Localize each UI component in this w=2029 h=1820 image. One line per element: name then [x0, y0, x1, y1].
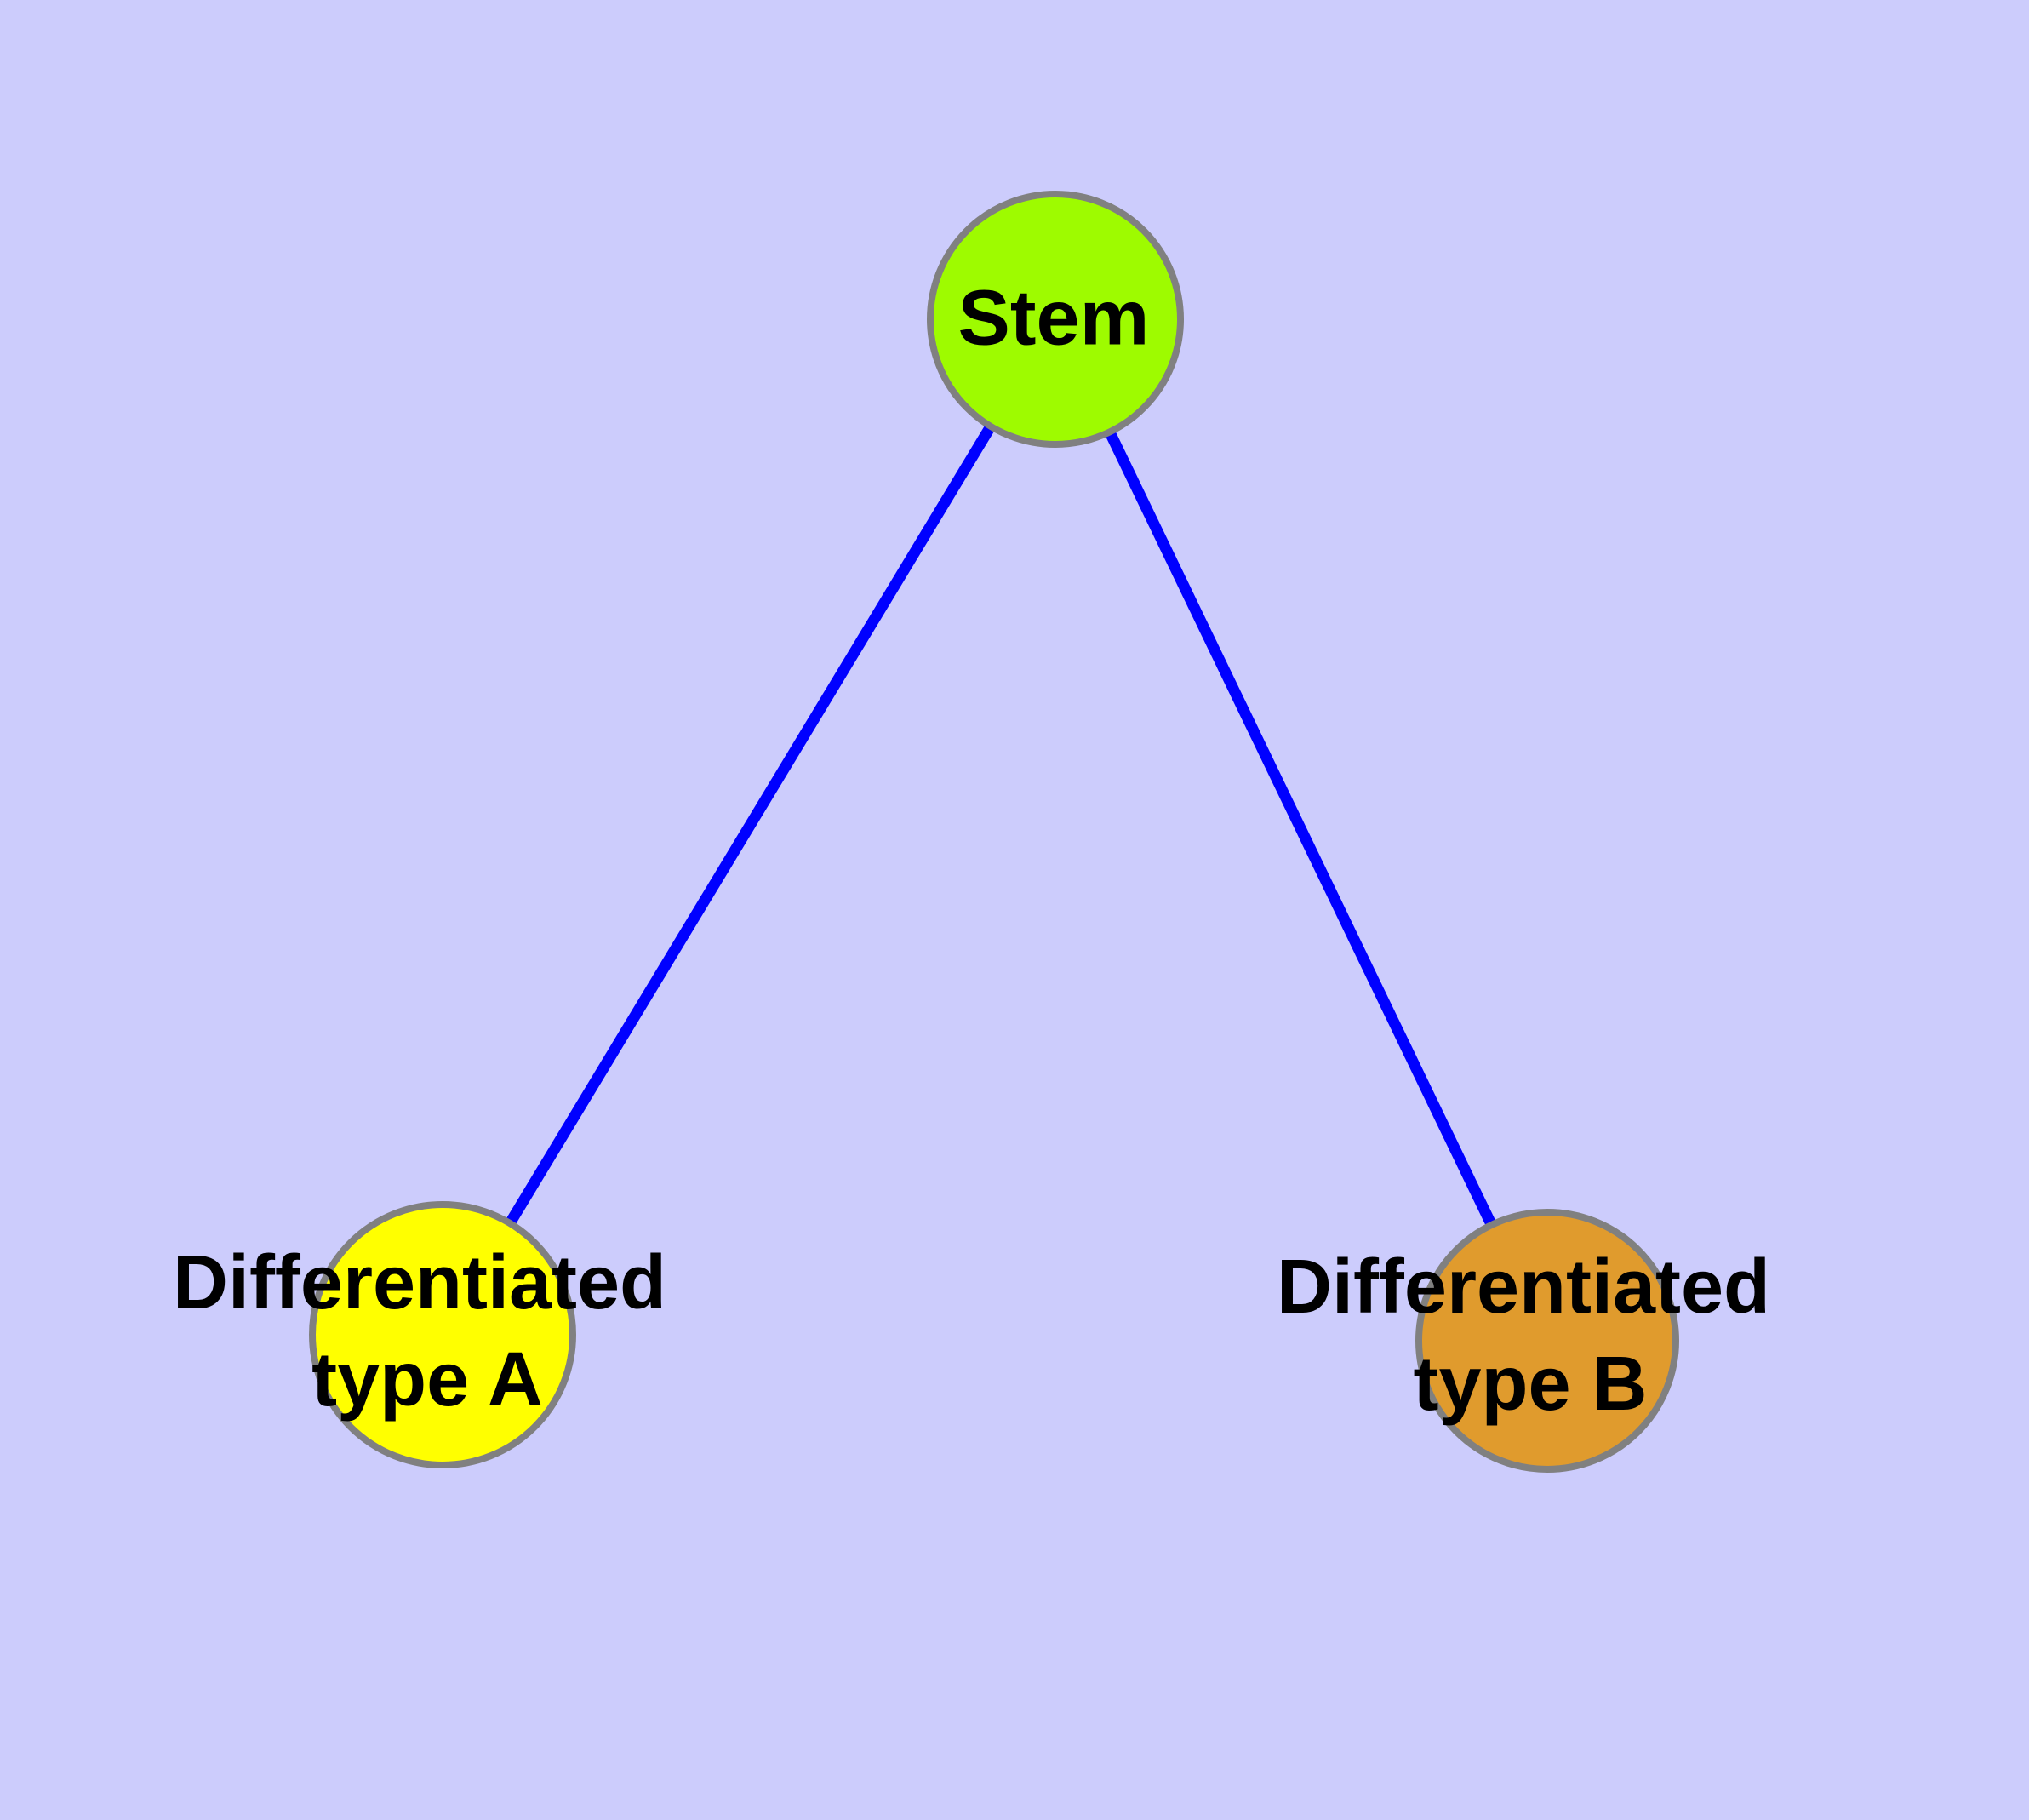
- node-differentiated-a[interactable]: [309, 1201, 576, 1468]
- node-differentiated-a-circle[interactable]: [309, 1201, 576, 1468]
- node-differentiated-b-label-line1: Differentiated: [1277, 1245, 1770, 1330]
- node-differentiated-b-label-line2: type B: [1413, 1342, 1647, 1427]
- node-differentiated-a-label-line1: Differentiated: [173, 1240, 666, 1325]
- node-differentiated-b-circle[interactable]: [1415, 1209, 1679, 1473]
- node-differentiated-b[interactable]: [1415, 1209, 1679, 1473]
- edges-layer: [437, 316, 1552, 1343]
- node-stem[interactable]: [927, 191, 1184, 448]
- edge-stem-to-differentiated-a[interactable]: [437, 316, 1060, 1338]
- edge-stem-to-differentiated-b[interactable]: [1050, 317, 1552, 1343]
- labels-layer: Stem Differentiated type A Differentiate…: [173, 274, 1770, 1426]
- nodes-layer: [309, 191, 1679, 1473]
- node-differentiated-a-label-line2: type A: [311, 1337, 543, 1422]
- node-stem-circle[interactable]: [927, 191, 1184, 448]
- node-stem-label: Stem: [958, 274, 1150, 361]
